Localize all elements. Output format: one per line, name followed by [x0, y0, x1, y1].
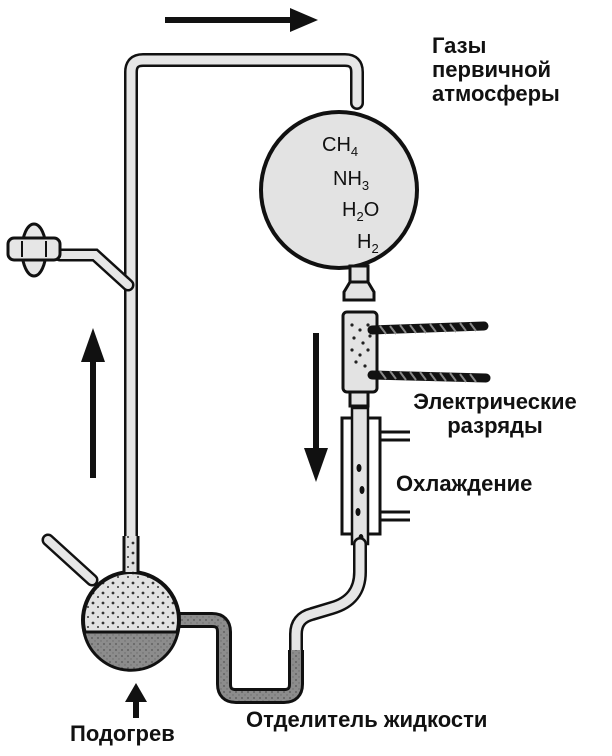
- gas-flask: [259, 110, 419, 270]
- flow-arrow-right: [165, 8, 318, 32]
- gases-label-line2: первичной: [432, 57, 552, 82]
- gases-label: Газы первичной атмосферы: [432, 34, 560, 106]
- stopcock-arm: [6, 222, 135, 292]
- boiling-flask: [41, 533, 181, 672]
- formula-hydrogen: H2: [357, 231, 379, 256]
- gases-label-line1: Газы: [432, 33, 487, 58]
- heating-arrow: [125, 683, 147, 718]
- heating-label: Подогрев: [70, 721, 175, 746]
- discharges-label: Электрические разряды: [384, 390, 606, 438]
- flask-neck: [342, 264, 376, 302]
- formula-ammonia: NH3: [333, 168, 369, 193]
- separator-label: Отделитель жидкости: [246, 707, 488, 732]
- formula-methane-sub: 4: [350, 144, 359, 159]
- formula-hydrogen-base: H: [357, 231, 372, 253]
- formula-water-suffix: O: [363, 199, 380, 221]
- cooling-label: Охлаждение: [396, 471, 533, 496]
- formula-ammonia-base: NH: [333, 168, 362, 190]
- flow-arrow-down: [304, 333, 328, 482]
- flow-arrow-up: [81, 328, 105, 478]
- main-tube: [124, 53, 364, 602]
- discharges-label-line2: разряды: [447, 413, 543, 438]
- formula-water-base: H: [342, 199, 357, 221]
- formula-methane-base: CH: [322, 134, 351, 156]
- electrode-top: [367, 321, 489, 335]
- electrode-bottom: [367, 370, 491, 383]
- gases-label-line3: атмосферы: [432, 81, 560, 106]
- return-tube: [289, 537, 367, 687]
- formula-hydrogen-sub: 2: [371, 241, 379, 256]
- liquid-separator: [178, 612, 304, 704]
- formula-methane: CH4: [322, 134, 358, 159]
- condenser: [340, 406, 410, 546]
- formula-water: H2O: [342, 199, 379, 224]
- formula-water-sub: 2: [356, 209, 364, 224]
- discharges-label-line1: Электрические: [413, 389, 577, 414]
- formula-ammonia-sub: 3: [361, 178, 370, 193]
